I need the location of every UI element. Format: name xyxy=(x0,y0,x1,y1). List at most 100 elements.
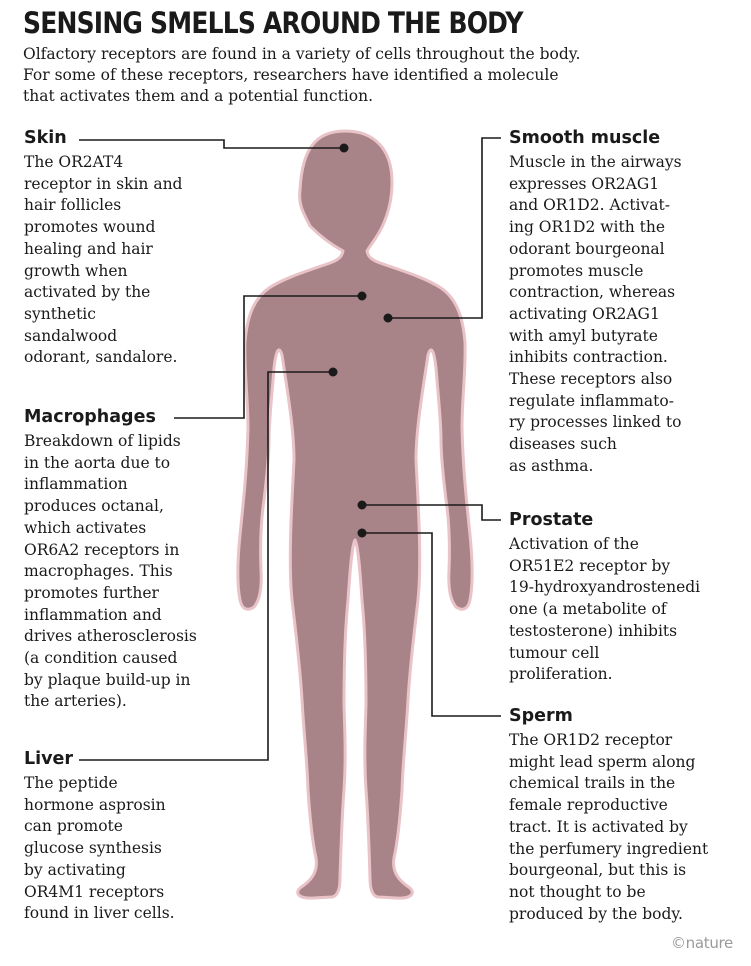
text-line: The OR2AT4 xyxy=(24,153,124,171)
text-line: as asthma. xyxy=(509,456,594,475)
skin-text: The OR2AT4 receptor in skin and hair fol… xyxy=(24,152,182,369)
text-line: activated by the xyxy=(24,283,151,302)
prostate-callout: Prostate Activation of the OR51E2 recept… xyxy=(509,508,700,686)
sperm-leader-line xyxy=(362,532,501,717)
text-line: can promote xyxy=(24,817,123,836)
text-line: OR4M1 receptors xyxy=(24,882,165,901)
skin-heading: Skin xyxy=(24,128,67,148)
text-line: OR6A2 receptors in xyxy=(24,540,180,559)
text-line: promotes wound xyxy=(24,218,156,237)
text-line: chemical trails in the xyxy=(509,774,676,793)
text-line: by plaque build-up in xyxy=(24,670,191,689)
text-line: The peptide xyxy=(24,774,118,792)
text-line: which activates xyxy=(24,518,147,537)
text-line: glucose synthesis xyxy=(24,839,162,858)
text-line: OR51E2 receptor by xyxy=(509,556,671,575)
text-line: might lead sperm along xyxy=(509,752,696,771)
text-line: inflammation and xyxy=(24,605,162,624)
text-line: found in liver cells. xyxy=(24,904,175,923)
skin-leader-line xyxy=(79,139,344,149)
text-line: ry processes linked to xyxy=(509,413,682,432)
liver-heading: Liver xyxy=(24,749,74,769)
text-line: Activation of the xyxy=(509,535,639,553)
text-line: promotes muscle xyxy=(509,261,644,280)
text-line: macrophages. This xyxy=(24,562,173,581)
text-line: one (a metabolite of xyxy=(509,600,667,619)
text-line: expresses OR2AG1 xyxy=(509,174,660,193)
sperm-callout: Sperm The OR1D2 receptor might lead sper… xyxy=(509,704,708,925)
text-line: odorant, sandalore. xyxy=(24,348,178,367)
skin-callout: Skin The OR2AT4 receptor in skin and hai… xyxy=(24,126,182,369)
text-line: (a condition caused xyxy=(24,649,178,668)
text-line: 19-hydroxyandrostenedi xyxy=(509,578,701,597)
text-line: by activating xyxy=(24,860,126,879)
liver-leader-line xyxy=(79,371,333,761)
text-line: The OR1D2 receptor xyxy=(509,731,673,749)
text-line: tumour cell xyxy=(509,643,600,662)
text-line: inflammation xyxy=(24,475,128,494)
macrophages-text: Breakdown of lipids in the aorta due to … xyxy=(24,431,197,713)
text-line: and OR1D2. Activat- xyxy=(509,196,670,215)
macrophages-heading: Macrophages xyxy=(24,407,156,427)
macrophages-marker-dot xyxy=(357,291,367,301)
text-line: growth when xyxy=(24,261,128,280)
subtitle-line: that activates them and a potential func… xyxy=(23,87,374,105)
smooth-muscle-text: Muscle in the airways expresses OR2AG1 a… xyxy=(509,152,682,478)
text-line: produces octanal, xyxy=(24,497,164,516)
prostate-marker-dot xyxy=(357,500,367,510)
sperm-marker-dot xyxy=(357,528,367,538)
liver-text: The peptide hormone asprosin can promote… xyxy=(24,773,175,925)
subtitle-line: Olfactory receptors are found in a varie… xyxy=(23,45,581,63)
receptor-markers xyxy=(328,143,393,538)
text-line: ing OR1D2 with the xyxy=(509,218,665,237)
text-line: synthetic xyxy=(24,304,96,323)
text-line: the arteries). xyxy=(24,692,127,711)
text-line: female reproductive xyxy=(509,796,668,815)
leader-lines xyxy=(79,137,501,761)
text-line: in the aorta due to xyxy=(24,453,171,472)
macrophages-leader-line xyxy=(174,295,362,419)
body-silhouette xyxy=(236,129,474,900)
text-line: bourgeonal, but this is xyxy=(509,861,687,880)
text-line: regulate inflammato- xyxy=(509,391,674,410)
figure-title: SENSING SMELLS AROUND THE BODY xyxy=(23,6,523,41)
liver-callout: Liver The peptide hormone asprosin can p… xyxy=(24,747,175,925)
text-line: drives atherosclerosis xyxy=(24,627,197,646)
smooth-muscle-leader-line xyxy=(388,137,501,319)
text-line: with amyl butyrate xyxy=(509,326,658,345)
prostate-leader-line xyxy=(362,504,501,521)
text-line: Muscle in the airways xyxy=(509,153,682,171)
sperm-heading: Sperm xyxy=(509,706,573,726)
text-line: contraction, whereas xyxy=(509,283,676,302)
text-line: Breakdown of lipids xyxy=(24,432,181,450)
text-line: These receptors also xyxy=(509,370,673,389)
text-line: hair follicles xyxy=(24,196,122,215)
prostate-heading: Prostate xyxy=(509,510,594,530)
text-line: not thought to be xyxy=(509,882,646,901)
sperm-text: The OR1D2 receptor might lead sperm alon… xyxy=(509,730,708,925)
text-line: promotes further xyxy=(24,583,159,602)
text-line: the perfumery ingredient xyxy=(509,839,709,858)
smooth-muscle-marker-dot xyxy=(383,313,393,323)
text-line: activating OR2AG1 xyxy=(509,304,660,323)
text-line: sandalwood xyxy=(24,326,118,345)
text-line: produced by the body. xyxy=(509,904,683,923)
text-line: proliferation. xyxy=(509,665,613,684)
text-line: hormone asprosin xyxy=(24,795,166,814)
text-line: inhibits contraction. xyxy=(509,348,668,367)
smooth-muscle-heading: Smooth muscle xyxy=(509,128,661,148)
body-outline xyxy=(236,129,474,900)
skin-marker-dot xyxy=(339,143,349,153)
prostate-text: Activation of the OR51E2 receptor by 19-… xyxy=(509,534,700,686)
macrophages-callout: Macrophages Breakdown of lipids in the a… xyxy=(24,405,197,713)
text-line: healing and hair xyxy=(24,239,153,258)
figure-subtitle: Olfactory receptors are found in a varie… xyxy=(23,44,713,107)
text-line: diseases such xyxy=(509,435,617,454)
text-line: receptor in skin and xyxy=(24,174,183,193)
text-line: testosterone) inhibits xyxy=(509,621,678,640)
nature-credit: ©nature xyxy=(670,934,733,952)
text-line: tract. It is activated by xyxy=(509,817,688,836)
subtitle-line: For some of these receptors, researchers… xyxy=(23,66,559,84)
